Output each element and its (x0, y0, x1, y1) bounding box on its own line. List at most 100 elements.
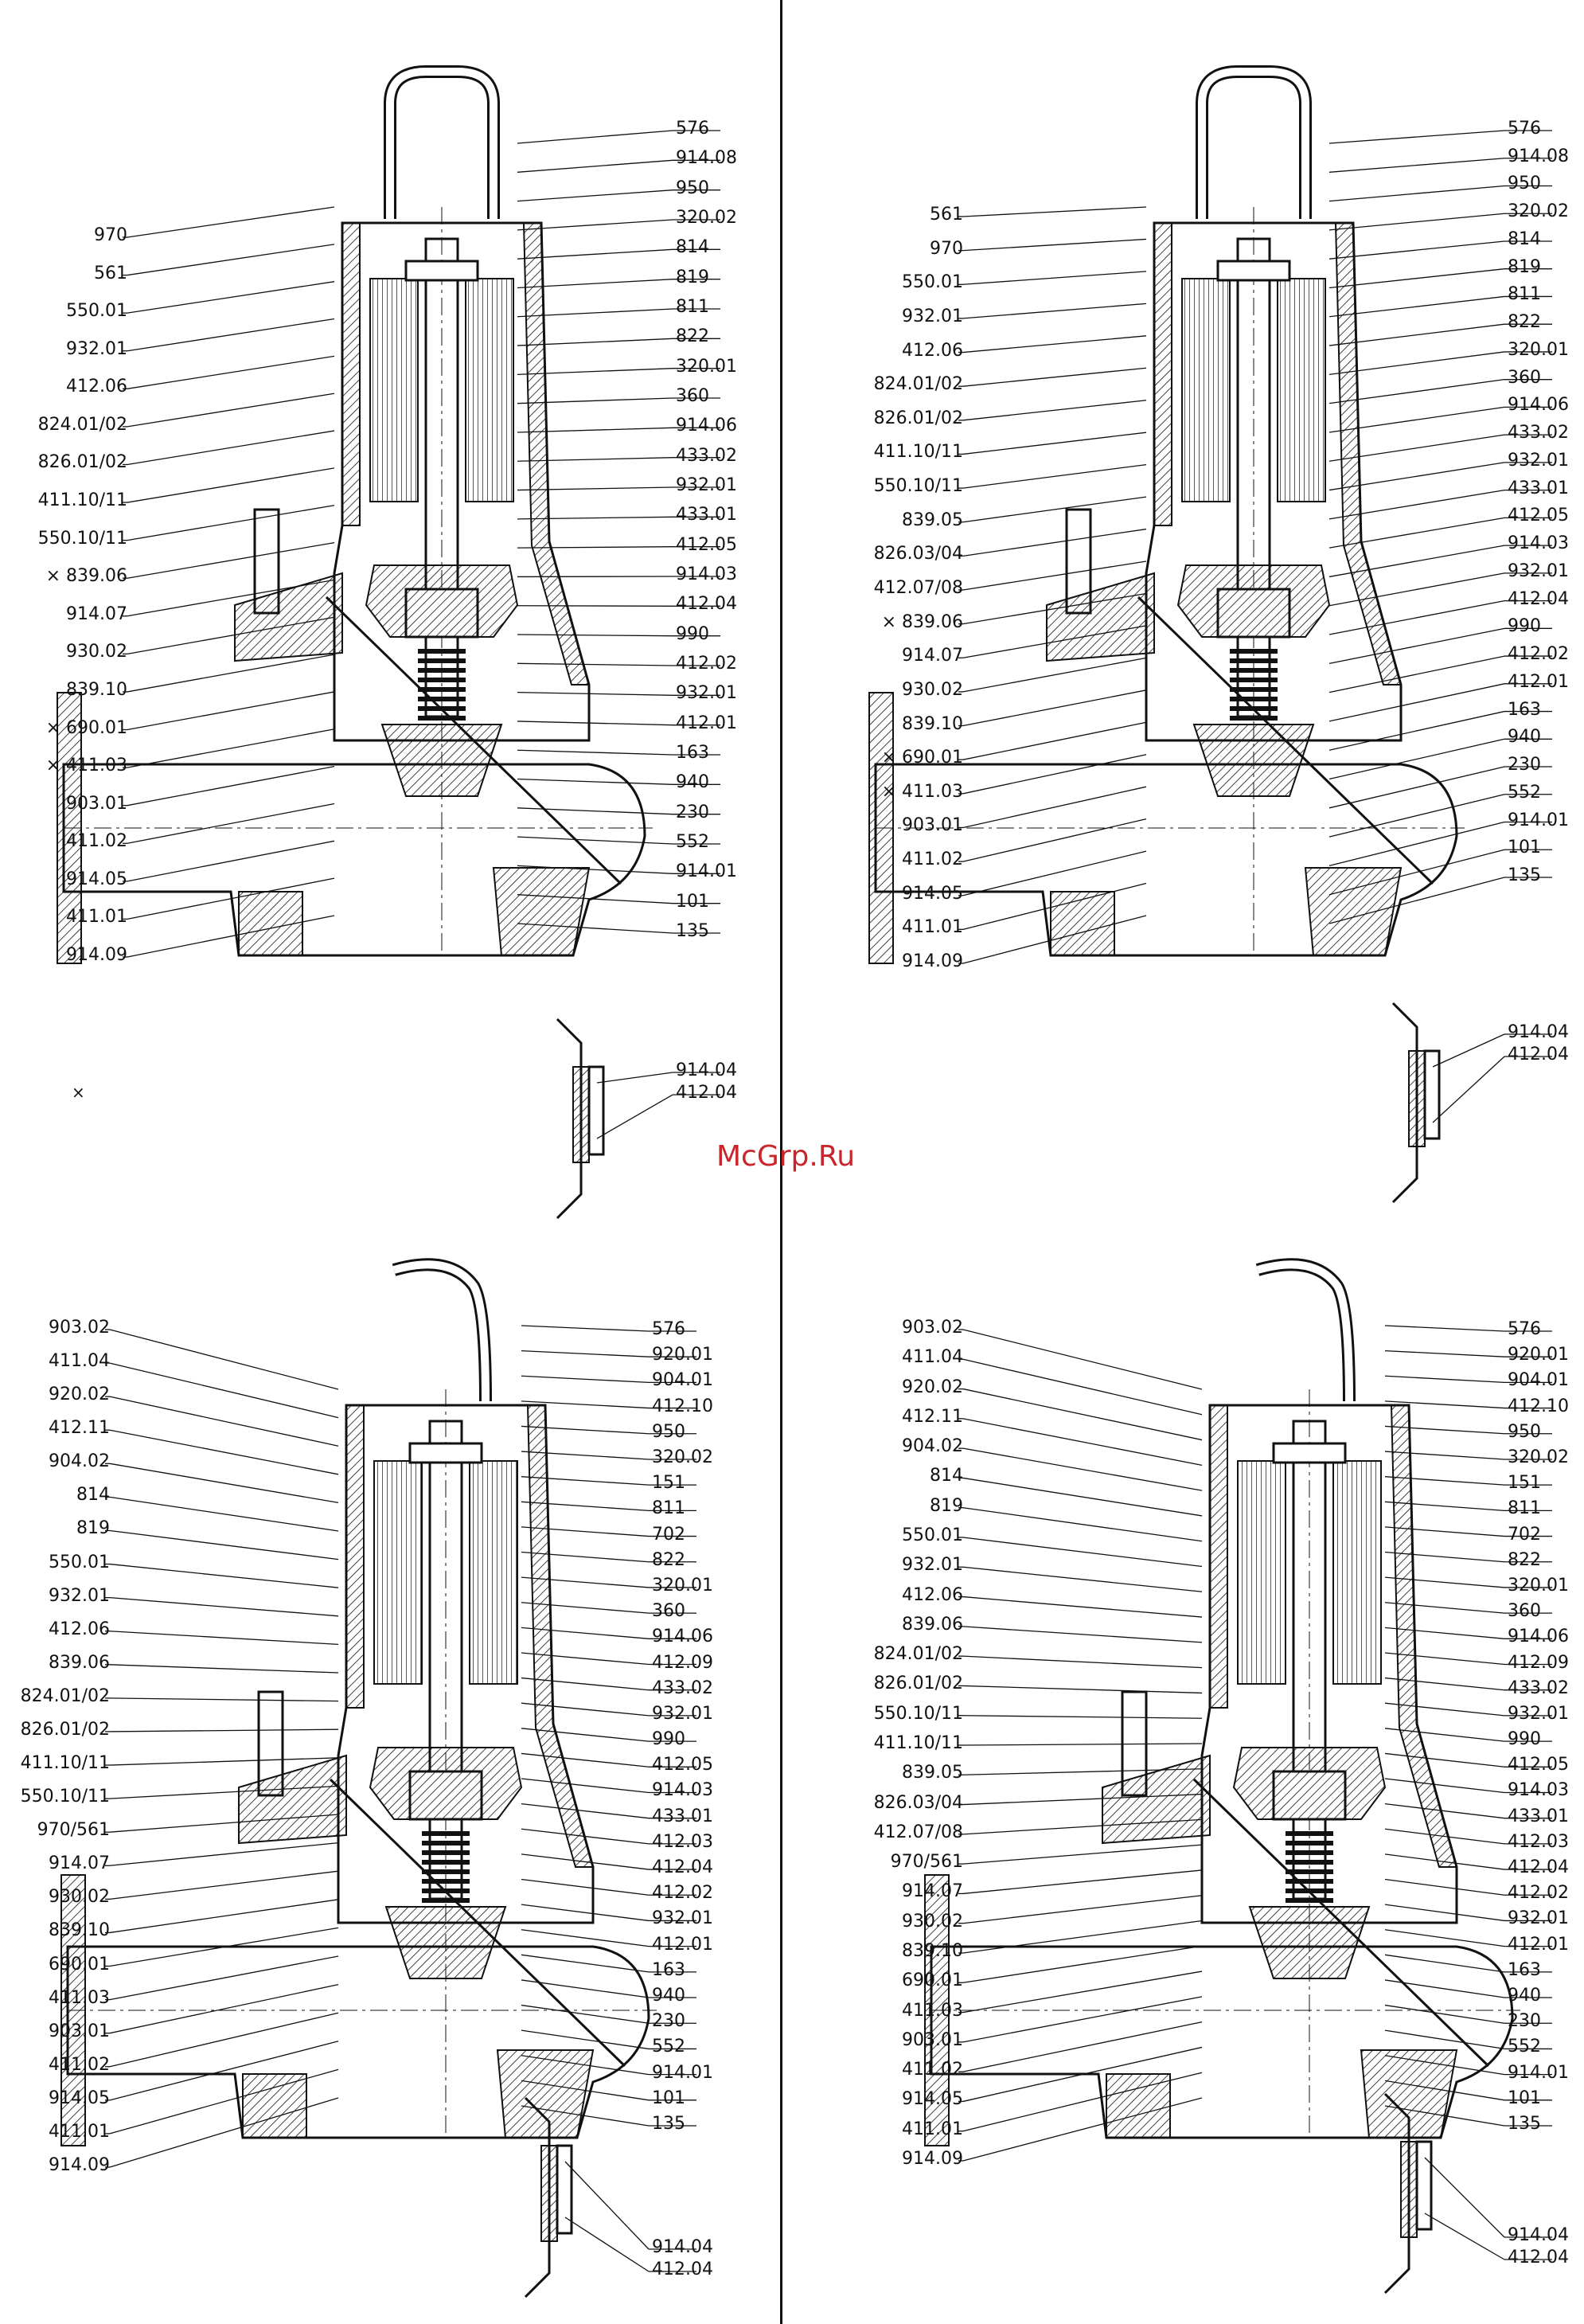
part-label: × 411.03 (881, 781, 963, 802)
part-label: 932.01 (1508, 560, 1569, 581)
leader-line (521, 1677, 650, 1691)
leader-line (517, 865, 673, 874)
leader-line (1384, 1828, 1505, 1845)
leader-line (962, 1477, 1203, 1517)
leader-line (962, 1971, 1203, 2013)
leader-line (109, 1429, 339, 1475)
part-label: 839.10 (49, 1920, 110, 1941)
leader-line (962, 1869, 1203, 1895)
leader-line (1384, 1375, 1505, 1384)
part-label: 552 (676, 832, 709, 852)
leader-line (1424, 2213, 1505, 2260)
part-label: 412.06 (66, 377, 127, 397)
leader-line (1384, 1476, 1505, 1486)
part-label: 824.01/02 (37, 414, 127, 435)
part-label: 101 (1508, 838, 1541, 858)
detail-section (1408, 1050, 1426, 1147)
part-label: 932.01 (1508, 1908, 1569, 1929)
leader-line (517, 397, 673, 404)
part-label: 412.04 (652, 2260, 713, 2279)
leader-line (1384, 1778, 1505, 1794)
part-label: 932.01 (1508, 450, 1569, 471)
part-label: 819 (676, 267, 709, 287)
part-label: 903.02 (49, 1318, 110, 1338)
part-label: 811 (1508, 284, 1541, 305)
part-label: 826.03/04 (873, 544, 963, 564)
part-label: 914.01 (652, 2062, 713, 2083)
stator-winding-right (1277, 278, 1326, 502)
casing-wall (492, 867, 591, 956)
seal-spring-coil (1286, 1860, 1333, 1865)
leader-line (962, 2072, 1203, 2132)
seal-spring-coil (422, 1850, 470, 1855)
leader-line (1384, 2105, 1505, 2127)
leader-line (1384, 1652, 1505, 1666)
leader-line (962, 592, 1147, 625)
part-label: 970/561 (890, 1852, 963, 1873)
part-label: 839.10 (902, 1941, 963, 1961)
housing-wall-left (1209, 1404, 1228, 1709)
part-label: 914.05 (49, 2088, 110, 2108)
part-label: 411.10/11 (20, 1753, 110, 1774)
part-label: 101 (676, 891, 709, 912)
leader-line (1328, 517, 1505, 549)
part-label: 412.01 (1508, 671, 1569, 692)
part-label: 914.07 (49, 1853, 110, 1874)
part-label: 914.03 (676, 564, 737, 584)
leader-line (1328, 655, 1505, 693)
detail-sketch (1391, 1002, 1441, 1204)
leader-line (962, 496, 1147, 523)
bearing-bracket (369, 1747, 523, 1820)
leader-line (109, 1496, 339, 1532)
part-label: 230 (1508, 2011, 1541, 2032)
part-label: 932.01 (902, 306, 963, 326)
part-label: × 839.06 (45, 566, 127, 587)
leader-line (109, 1664, 339, 1674)
leader-line (1432, 1056, 1505, 1123)
part-label: 320.02 (652, 1447, 713, 1467)
leader-line (517, 605, 673, 607)
cable-gland-housing (1046, 572, 1155, 662)
leader-line (109, 1362, 339, 1419)
leader-line (109, 1529, 339, 1560)
leader-line (962, 1655, 1203, 1669)
upper-bearing (408, 1442, 483, 1464)
part-label: 839.06 (902, 1614, 963, 1635)
leader-line (521, 1551, 650, 1563)
part-label: 411.01 (66, 907, 127, 928)
casing-foot (1050, 891, 1115, 956)
leader-line (521, 1576, 650, 1588)
leader-line (517, 279, 673, 289)
leader-line (517, 546, 673, 549)
part-label: 163 (652, 1959, 685, 1980)
part-label: 561 (94, 263, 127, 283)
part-label: 914.01 (1508, 2062, 1569, 2083)
part-label: 824.01/02 (873, 1644, 963, 1665)
leader-line (962, 1358, 1203, 1416)
part-label: 970 (94, 225, 127, 245)
leader-line (1384, 1349, 1505, 1357)
impeller (1192, 724, 1315, 797)
leader-line (521, 1702, 650, 1717)
pump-view-bottom-right (924, 1258, 1520, 2295)
part-label: 550.01 (49, 1552, 110, 1572)
part-label: 412.06 (902, 1584, 963, 1605)
leader-line (109, 1955, 339, 2001)
leader-line (517, 807, 673, 815)
leader-line (109, 1563, 339, 1588)
part-label: 990 (1508, 1729, 1541, 1750)
leader-line (109, 2068, 339, 2135)
leader-line (1328, 158, 1505, 173)
part-label: 411.01 (902, 917, 963, 938)
part-label: 550.01 (902, 272, 963, 293)
detail-section (1400, 2141, 1418, 2238)
leader-line (109, 1814, 339, 1833)
leader-line (127, 877, 335, 920)
part-label: 920.02 (49, 1385, 110, 1405)
part-label: 163 (1508, 699, 1541, 720)
part-label: 904.02 (902, 1436, 963, 1457)
part-label: 411.01 (902, 2119, 963, 2139)
part-label: 914.09 (902, 951, 963, 971)
seal-spring-coil (1230, 668, 1278, 673)
part-label: 903.02 (902, 1318, 963, 1338)
